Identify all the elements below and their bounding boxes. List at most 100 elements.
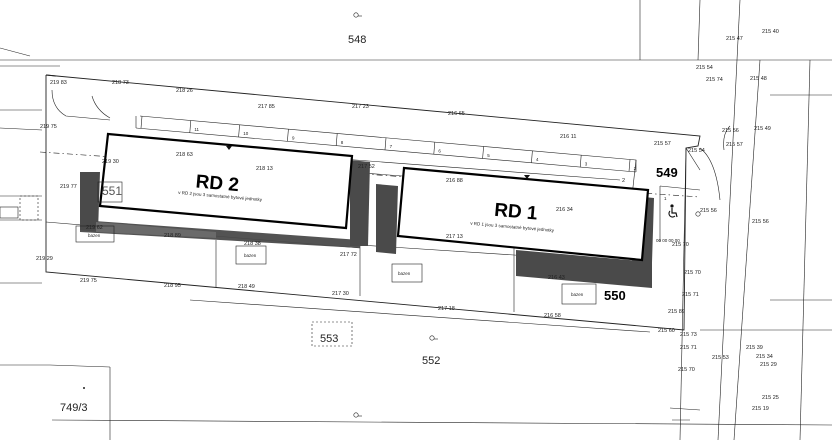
elevation-label: 218 95	[164, 283, 181, 289]
elevation-label: 215 53	[712, 355, 729, 361]
elevation-label: 216 11	[560, 134, 576, 140]
elevation-label: 219 29	[36, 256, 53, 262]
elevation-label: 215 56	[722, 128, 739, 134]
parking-number: 11	[194, 127, 199, 132]
parking-extra-number: 2	[622, 178, 625, 184]
house-rd2: RD 2 v RD 2 jsou 3 samostatné bytové jed…	[98, 132, 354, 230]
elevation-label: 215 19	[752, 406, 769, 412]
elevation-label: 215 71	[680, 345, 697, 351]
parking-divider	[579, 155, 582, 168]
parking-divider	[189, 120, 192, 133]
parking-one-label: 1	[664, 196, 667, 201]
elevation-label: 219 75	[80, 278, 97, 284]
parking-divider	[433, 142, 436, 155]
pools: bazen bazen bazen bazen	[75, 225, 597, 305]
elevation-label: 215 70	[672, 242, 689, 248]
parcel-numbers: 548 552 553 749/3 551 549 550	[60, 34, 678, 414]
right-parcel-lines	[669, 147, 701, 440]
elevation-label: 217 72	[340, 252, 357, 258]
parking-number: 7	[390, 144, 393, 149]
elevation-label: 218 26	[176, 88, 193, 94]
elevation-label: 219 75	[40, 124, 57, 130]
parcel-551: 551	[102, 184, 122, 198]
elevation-label: 216 43	[548, 275, 565, 281]
elevation-label: 215 47	[726, 36, 743, 42]
elevation-label: 217 18	[438, 306, 455, 312]
elevation-label: 215 70	[684, 270, 701, 276]
elevation-label: 215 60	[658, 328, 675, 334]
parcel-550: 550	[604, 288, 626, 303]
elevation-label: 215 48	[750, 76, 767, 82]
parking-number: 8	[341, 140, 344, 145]
parking-divider	[140, 116, 143, 129]
elevation-label: 215 56	[700, 208, 717, 214]
elevation-label: 218 49	[238, 284, 255, 290]
parking-divider	[628, 159, 631, 172]
parcel-549: 549	[656, 165, 678, 180]
elevation-label: 215 49	[754, 126, 771, 132]
elevation-label: 216 88	[446, 178, 463, 184]
elevation-label: 217 23	[352, 104, 369, 110]
elevation-label: 215 74	[706, 77, 723, 83]
elevation-label: 215 89	[668, 309, 685, 315]
elevation-label: 218 89	[164, 233, 181, 239]
elevation-zero-label: 00 00 00 00	[656, 238, 680, 243]
elevation-label: 218 63	[176, 152, 193, 158]
elevation-label: 217 30	[332, 291, 349, 297]
parcel-548: 548	[348, 34, 366, 46]
parking-divider	[238, 124, 240, 137]
pool-label-4: bazen	[571, 292, 584, 297]
parking-number: 5	[487, 153, 490, 158]
parking-divider	[384, 137, 387, 150]
elevation-label: 219 83	[50, 80, 67, 86]
parking-divider	[482, 146, 484, 159]
parking-number: 10	[243, 131, 249, 136]
elevation-label: 219 62	[86, 225, 103, 231]
elevation-label: 215 56	[752, 219, 769, 225]
parcel-552: 552	[422, 355, 440, 367]
parking-divider	[335, 133, 338, 146]
pool-label-2: bazen	[244, 253, 257, 258]
elevation-label: 217 13	[446, 234, 463, 240]
parking-number: 4	[536, 157, 539, 162]
pool-label-3: bazen	[398, 271, 411, 276]
elevation-label: 219 30	[102, 159, 119, 165]
elevation-label: 218 73	[112, 80, 129, 86]
elevation-label: 215 29	[760, 362, 777, 368]
elevation-label: 218 38	[244, 241, 261, 247]
parking-dividers	[140, 116, 631, 172]
parking-divider	[287, 129, 289, 142]
elevation-label: 217 85	[258, 104, 275, 110]
parking-strip	[51, 89, 731, 242]
elevation-labels: 219 83 218 73 218 26 217 85 217 23 216 6…	[36, 29, 779, 412]
elevation-label: 215 40	[762, 29, 779, 35]
elevation-label: 215 25	[762, 395, 779, 401]
elevation-label: 218 13	[256, 166, 273, 172]
elevation-label: 216 34	[556, 207, 573, 213]
parking-number: 2	[634, 166, 637, 171]
parking-number: 3	[585, 161, 588, 166]
parking-divider	[531, 150, 533, 163]
wheelchair-icon	[668, 204, 678, 218]
elevation-label: 215 54	[688, 148, 705, 154]
elevation-label: 217 52	[358, 164, 375, 170]
elevation-label: 215 57	[726, 142, 743, 148]
elevation-label: 216 58	[544, 313, 561, 319]
elevation-label: 215 71	[682, 292, 699, 298]
elevation-label: 215 57	[654, 141, 671, 147]
elevation-label: 216 65	[448, 111, 465, 117]
elevation-label: 215 54	[696, 65, 713, 71]
parking-number: 9	[292, 135, 295, 140]
elevation-label: 215 73	[680, 332, 697, 338]
pool-label-1: bazen	[88, 233, 101, 238]
terraces	[80, 160, 654, 288]
elevation-label: 215 34	[756, 354, 773, 360]
survey-markers	[83, 12, 701, 418]
parcel-553: 553	[320, 333, 338, 345]
rd2-title: RD 2	[195, 171, 240, 196]
rd1-title: RD 1	[493, 200, 538, 225]
parcel-749-3: 749/3	[60, 402, 88, 414]
